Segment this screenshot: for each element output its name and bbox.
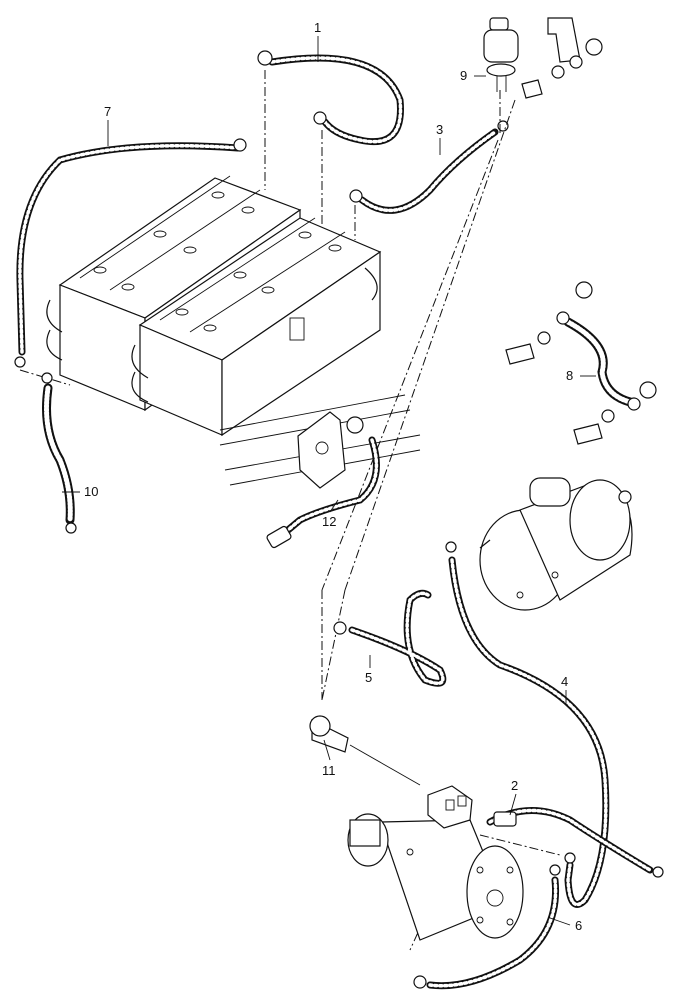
ground-strap-8 <box>505 281 657 445</box>
cable-7 <box>14 138 247 368</box>
switch-bracket <box>521 17 603 99</box>
terminal-11 <box>309 715 421 786</box>
cable-5 <box>333 589 447 687</box>
cable-12 <box>266 411 380 549</box>
callout-6: 6 <box>575 918 582 933</box>
battery-right <box>131 217 382 437</box>
callout-5: 5 <box>365 670 372 685</box>
callout-9: 9 <box>460 68 467 83</box>
callout-10: 10 <box>84 484 98 499</box>
leader-lines <box>62 36 596 926</box>
cable-4 <box>445 541 610 908</box>
callout-8: 8 <box>566 368 573 383</box>
cable-1 <box>257 50 404 146</box>
assembly-lines <box>19 70 561 951</box>
starter-solenoid <box>427 785 473 829</box>
callout-3: 3 <box>436 122 443 137</box>
callout-4: 4 <box>561 674 568 689</box>
disconnect-switch-9 <box>483 17 519 92</box>
starter-motor-lower <box>347 813 524 941</box>
callout-7: 7 <box>104 104 111 119</box>
ground-strap-10 <box>41 372 77 534</box>
cable-2 <box>486 807 664 878</box>
callout-12: 12 <box>322 514 336 529</box>
callout-2: 2 <box>511 778 518 793</box>
cable-3 <box>349 120 509 214</box>
callout-11: 11 <box>322 763 336 778</box>
callouts: 1 7 3 9 8 10 12 4 5 11 2 6 <box>84 20 582 933</box>
cable-6 <box>413 864 561 990</box>
callout-1: 1 <box>314 20 321 35</box>
starter-motor-upper <box>479 477 633 611</box>
